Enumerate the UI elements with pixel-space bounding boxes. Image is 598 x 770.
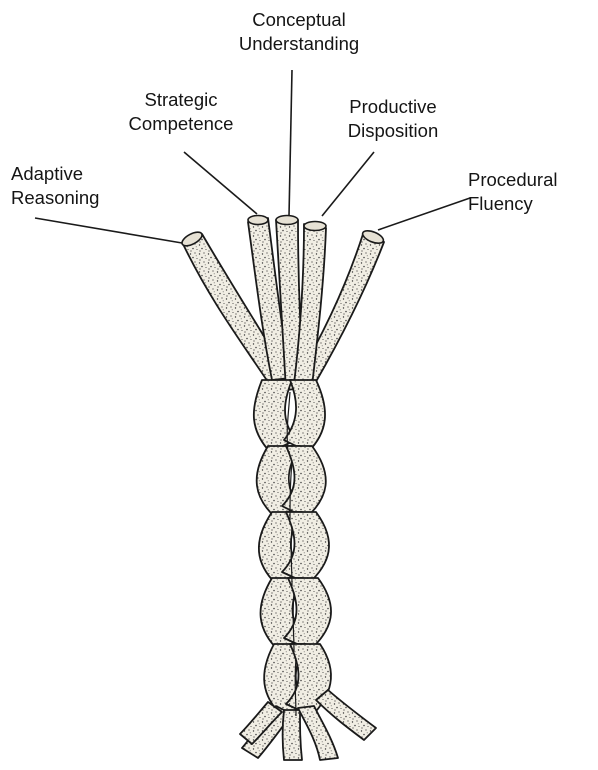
label-line: Adaptive xyxy=(11,162,141,186)
leader-line-procedural xyxy=(378,198,470,230)
loose-strands xyxy=(183,218,384,392)
end-productive xyxy=(304,222,326,231)
label-line: Productive xyxy=(318,95,468,119)
label-line: Understanding xyxy=(214,32,384,56)
leader-line-strategic xyxy=(184,152,257,214)
end-strategic xyxy=(248,216,268,225)
label-productive-disposition: Productive Disposition xyxy=(318,95,468,143)
leader-line-conceptual xyxy=(289,70,292,216)
label-line: Strategic xyxy=(106,88,256,112)
label-line: Conceptual xyxy=(214,8,384,32)
label-strategic-competence: Strategic Competence xyxy=(106,88,256,136)
label-conceptual-understanding: Conceptual Understanding xyxy=(214,8,384,56)
label-line: Procedural xyxy=(468,168,593,192)
label-adaptive-reasoning: Adaptive Reasoning xyxy=(11,162,141,210)
label-line: Fluency xyxy=(468,192,593,216)
label-line: Competence xyxy=(106,112,256,136)
bottom-strand-center-left xyxy=(283,710,303,760)
label-line: Reasoning xyxy=(11,186,141,210)
label-line: Disposition xyxy=(318,119,468,143)
braided-body xyxy=(240,380,376,760)
label-procedural-fluency: Procedural Fluency xyxy=(468,168,593,216)
leader-line-adaptive xyxy=(35,218,182,243)
leader-line-productive xyxy=(322,152,374,216)
end-conceptual xyxy=(276,216,298,225)
